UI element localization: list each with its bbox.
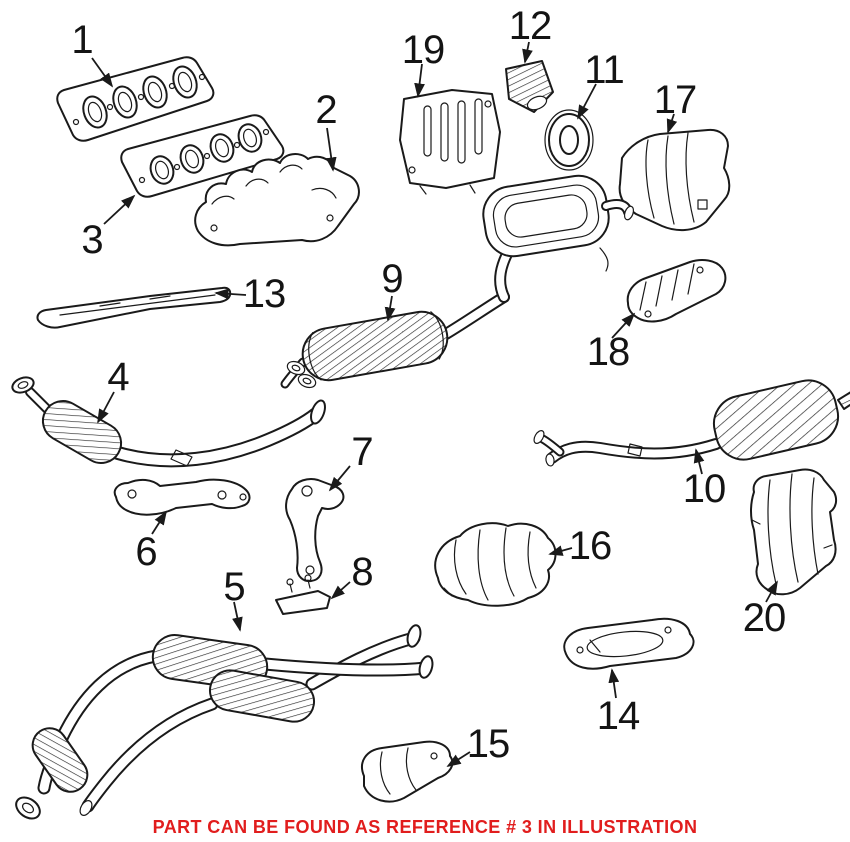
- part-label-10: 10: [682, 467, 726, 511]
- part-19-heat-shield-drawing: [399, 89, 501, 195]
- part-label-5: 5: [223, 565, 245, 609]
- part-label-19: 19: [401, 28, 445, 72]
- part-4-catalytic-converter-drawing: [11, 376, 326, 468]
- leader-arrows: [91, 41, 778, 767]
- reference-caption: PART CAN BE FOUND AS REFERENCE # 3 IN IL…: [152, 817, 698, 837]
- part-1-exhaust-manifold-drawing: [56, 56, 215, 142]
- part-label-14: 14: [596, 694, 640, 738]
- part-label-9: 9: [381, 257, 403, 301]
- part-label-2: 2: [315, 88, 337, 132]
- part-18-heat-shield-drawing: [626, 259, 727, 323]
- part-label-8: 8: [351, 550, 373, 594]
- part-6-bracket-drawing: [113, 478, 251, 516]
- part-label-17: 17: [653, 78, 697, 122]
- part-label-20: 20: [742, 596, 786, 640]
- part-label-7: 7: [351, 430, 373, 474]
- part-20-heat-shield-drawing: [750, 468, 838, 596]
- part-13-heat-shield-drawing: [36, 286, 232, 329]
- part-9-resonator-pipe-drawing: [280, 291, 510, 389]
- part-label-1: 1: [71, 18, 93, 62]
- part-label-13: 13: [242, 272, 286, 316]
- part-label-11: 11: [584, 48, 625, 92]
- part-8-bracket-drawing: [275, 574, 331, 615]
- part-label-16: 16: [568, 524, 612, 568]
- part-label-15: 15: [466, 722, 510, 766]
- part-15-heat-shield-drawing: [361, 740, 454, 803]
- part-label-12: 12: [508, 4, 552, 48]
- part-12-exhaust-tip-drawing: [505, 60, 554, 113]
- rear-muffler-upper-drawing: [482, 174, 635, 303]
- part-11-exhaust-hanger-drawing: [544, 109, 594, 171]
- part-label-4: 4: [107, 355, 129, 399]
- part-17-heat-shield-drawing: [618, 128, 731, 232]
- part-3-manifold-gasket-drawing: [120, 114, 285, 198]
- part-16-heat-shield-drawing: [434, 522, 557, 607]
- part-5-catalytic-assembly-drawing: [15, 624, 434, 820]
- part-2-exhaust-manifold-drawing: [194, 153, 360, 247]
- part-14-heat-shield-drawing: [563, 617, 695, 670]
- part-label-18: 18: [586, 330, 630, 374]
- part-label-6: 6: [135, 530, 157, 574]
- part-7-bracket-drawing: [285, 478, 345, 583]
- part-label-3: 3: [81, 218, 103, 262]
- part-10-rear-muffler-drawing: [533, 379, 850, 467]
